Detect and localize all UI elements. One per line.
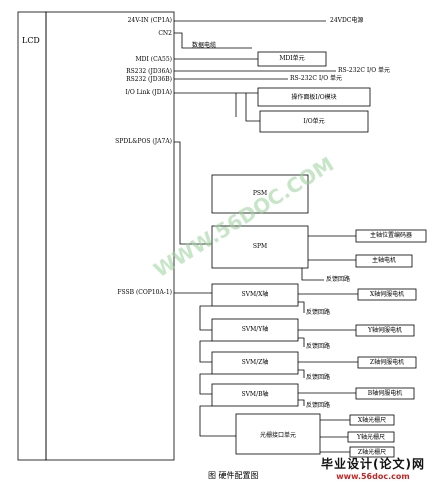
connector-fssb: FSSB (COP10A-1)	[117, 289, 172, 296]
feedback-b-label: 反馈回路	[306, 402, 331, 409]
connector-io-link: I/O Link (JD1A)	[125, 89, 172, 96]
z-scale-box	[349, 446, 395, 458]
panel-io-label: 操作面板I/O模块	[291, 94, 337, 101]
feedback-x-label: 反馈回路	[306, 309, 331, 316]
figure-caption: 图 硬件配置图	[208, 471, 259, 480]
scale-interface-box	[235, 413, 321, 455]
io-unit-label: I/O单元	[303, 118, 325, 125]
connector-cn2: CN2	[158, 30, 172, 37]
x-scale-box	[349, 414, 395, 426]
connector-rs232-a: RS232 (JD36A)	[126, 68, 172, 75]
feedback-z-label: 反馈回路	[306, 374, 331, 381]
z-motor-box	[357, 356, 417, 369]
z-motor-label: Z轴伺服电机	[369, 359, 405, 366]
y-scale-box	[347, 431, 395, 443]
spindle-encoder-box	[355, 229, 427, 243]
site-logo: 毕业设计(论文)网 www.56doc.com	[314, 457, 432, 487]
svm-x-box	[211, 283, 299, 307]
svm-b-label: SVM/B轴	[241, 391, 269, 398]
spindle-feedback-label: 反馈回路	[326, 276, 351, 283]
x-motor-box	[357, 288, 417, 301]
spindle-encoder-label: 主轴位置编码器	[369, 232, 412, 239]
power-label: 24VDC电源	[330, 17, 364, 24]
psm-box	[211, 174, 309, 214]
x-motor-label: X轴伺服电机	[369, 291, 405, 298]
psm-label: PSM	[252, 190, 268, 197]
rs232-b-label: RS-232C I/O 单元	[290, 75, 343, 82]
svm-z-box	[211, 351, 299, 375]
io-unit-box	[259, 110, 369, 133]
scale-interface-label: 光栅接口单元	[259, 432, 296, 439]
lcd-box	[17, 11, 47, 461]
b-motor-box	[355, 387, 415, 400]
y-scale-label: Y轴光栅尺	[357, 434, 385, 441]
data-cable-label: 数据电缆	[192, 42, 217, 49]
svm-x-label: SVM/X轴	[241, 291, 269, 298]
z-scale-label: Z轴光栅尺	[357, 449, 387, 456]
spindle-motor-box	[355, 254, 413, 268]
mdi-unit-label: MDI单元	[279, 55, 305, 62]
logo-title: 毕业设计(论文)网	[321, 457, 425, 471]
feedback-y-label: 反馈回路	[306, 343, 331, 350]
svm-z-label: SVM/Z轴	[241, 359, 269, 366]
logo-url: www.56doc.com	[336, 472, 410, 481]
x-scale-label: X轴光栅尺	[357, 417, 387, 424]
b-motor-label: B轴伺服电机	[367, 390, 403, 397]
spm-box	[211, 225, 309, 269]
lcd-label: LCD	[22, 36, 40, 45]
spm-label: SPM	[252, 243, 268, 250]
spindle-motor-label: 主轴电机	[371, 257, 396, 264]
svm-b-box	[211, 383, 299, 407]
connector-power: 24V-IN (CP1A)	[127, 17, 172, 24]
connector-mdi: MDI (CA55)	[135, 56, 172, 63]
y-motor-label: Y轴伺服电机	[368, 327, 402, 334]
mdi-box	[257, 51, 327, 67]
y-motor-box	[355, 324, 415, 337]
connector-rs232-b: RS232 (JD36B)	[126, 76, 172, 83]
rs232-a-label: RS-232C I/O 单元	[338, 67, 391, 74]
controller-box	[45, 11, 175, 461]
connector-spdl: SPDL&POS (JA7A)	[115, 138, 172, 145]
panel-io-box	[257, 87, 371, 107]
svm-y-label: SVM/Y轴	[241, 326, 269, 333]
